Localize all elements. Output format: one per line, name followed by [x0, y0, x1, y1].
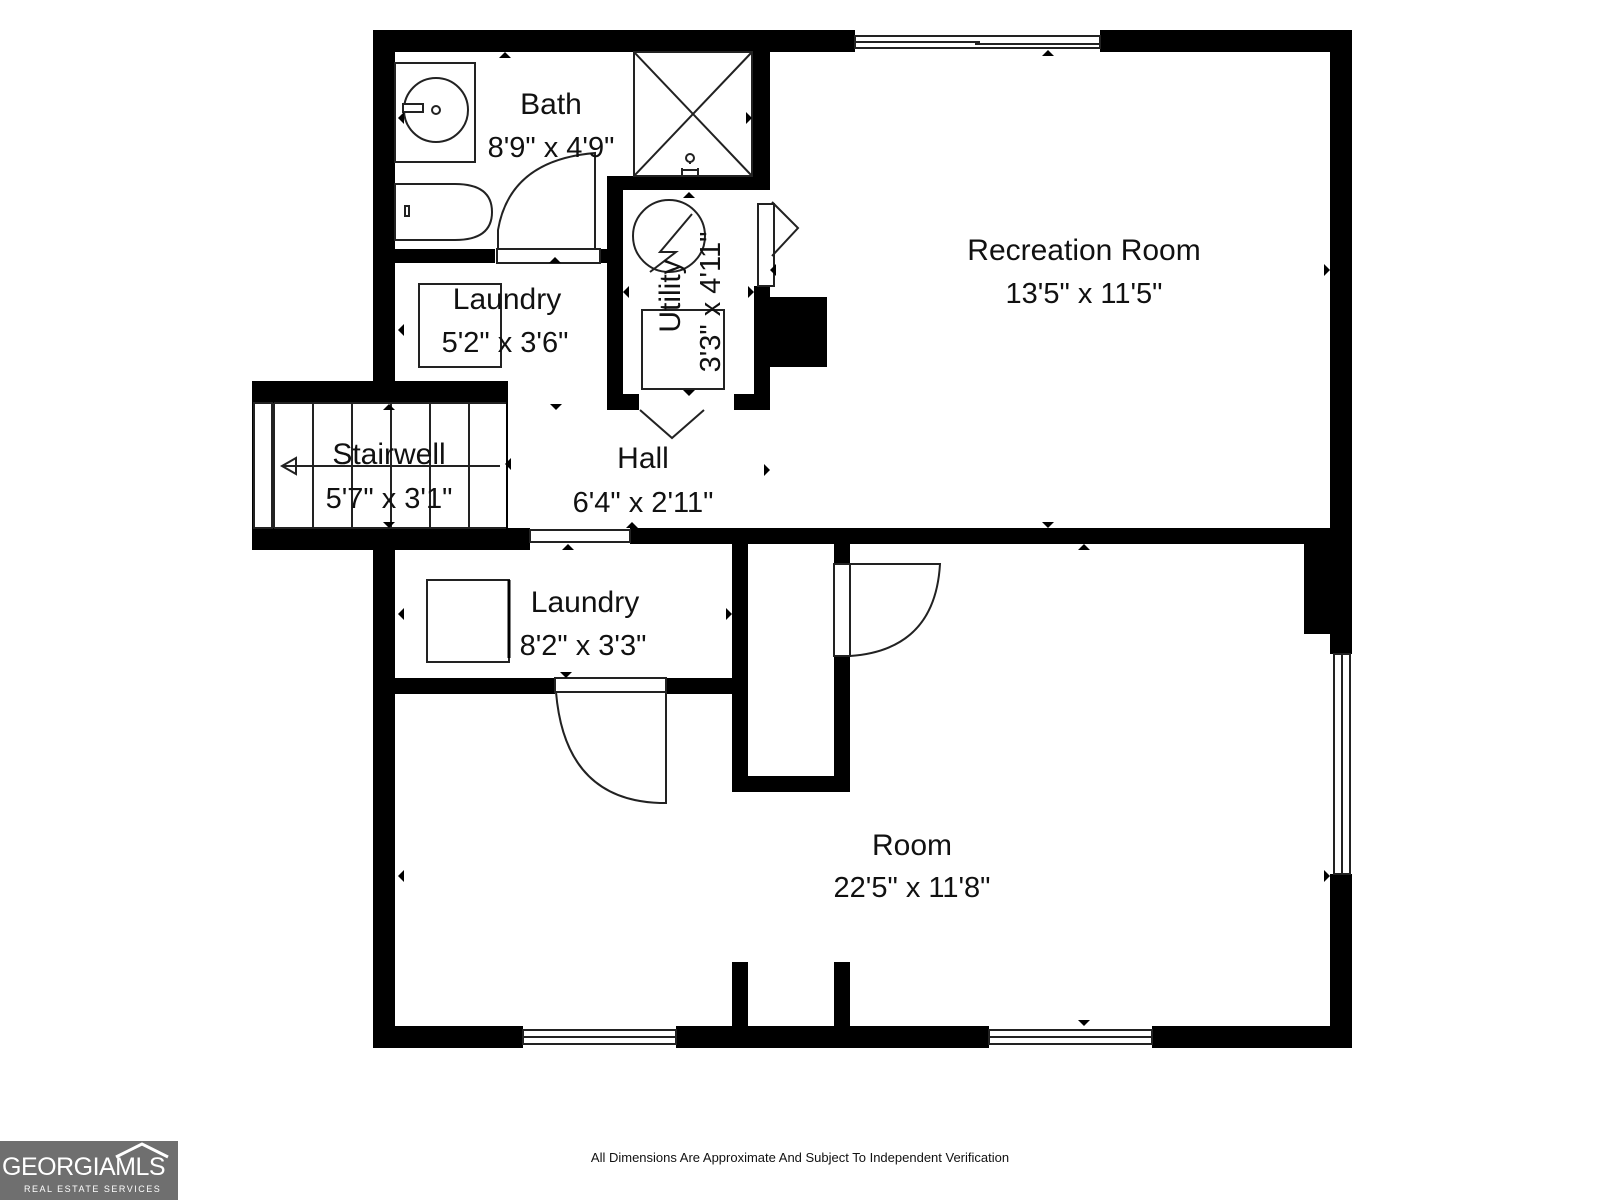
logo-subtext: REAL ESTATE SERVICES	[24, 1184, 162, 1194]
bath-door-swing	[497, 151, 596, 249]
laundry-upper-dims: 5'2" x 3'6"	[442, 327, 569, 359]
dryer-icon	[426, 579, 510, 663]
water-heater-icon	[632, 199, 706, 273]
logo-wordmark: GEORGIAMLS	[2, 1153, 166, 1181]
measure-markers	[383, 50, 1330, 1026]
recreation-room-name: Recreation Room	[967, 234, 1200, 267]
stairwell-name: Stairwell	[332, 438, 445, 471]
bath-name: Bath	[520, 88, 582, 121]
windows	[253, 35, 1351, 1045]
stairs	[273, 402, 506, 529]
hall-dims: 6'4" x 2'11"	[573, 487, 714, 519]
toilet-icon	[394, 183, 494, 241]
furnace-icon	[641, 309, 725, 390]
utility-name: Utility	[654, 259, 687, 332]
hall-name: Hall	[617, 442, 669, 475]
walls	[252, 30, 1352, 1048]
laundry-lower-dims: 8'2" x 3'3"	[520, 630, 647, 662]
roof-icon	[115, 1142, 169, 1159]
laundry-upper-name: Laundry	[453, 283, 561, 316]
utility-dims: 3'3" x 4'11"	[695, 232, 727, 373]
closet-door-swing	[849, 563, 942, 657]
stair-direction-arrow	[279, 456, 297, 476]
utility-door-icon	[639, 409, 705, 440]
washer-icon	[418, 283, 502, 368]
room-name: Room	[872, 829, 952, 862]
fixtures	[394, 51, 942, 804]
dimension-disclaimer: All Dimensions Are Approximate And Subje…	[590, 1150, 1010, 1165]
room-dims: 22'5" x 11'8"	[834, 872, 991, 904]
laundry-door-swing	[555, 691, 667, 804]
stairwell-dims: 5'7" x 3'1"	[326, 483, 453, 515]
laundry-lower-name: Laundry	[531, 586, 639, 619]
bath-dims: 8'9" x 4'9"	[488, 132, 615, 164]
recreation-room-dims: 13'5" x 11'5"	[1006, 278, 1163, 310]
georgia-mls-logo: GEORGIAMLS REAL ESTATE SERVICES	[0, 1141, 178, 1200]
